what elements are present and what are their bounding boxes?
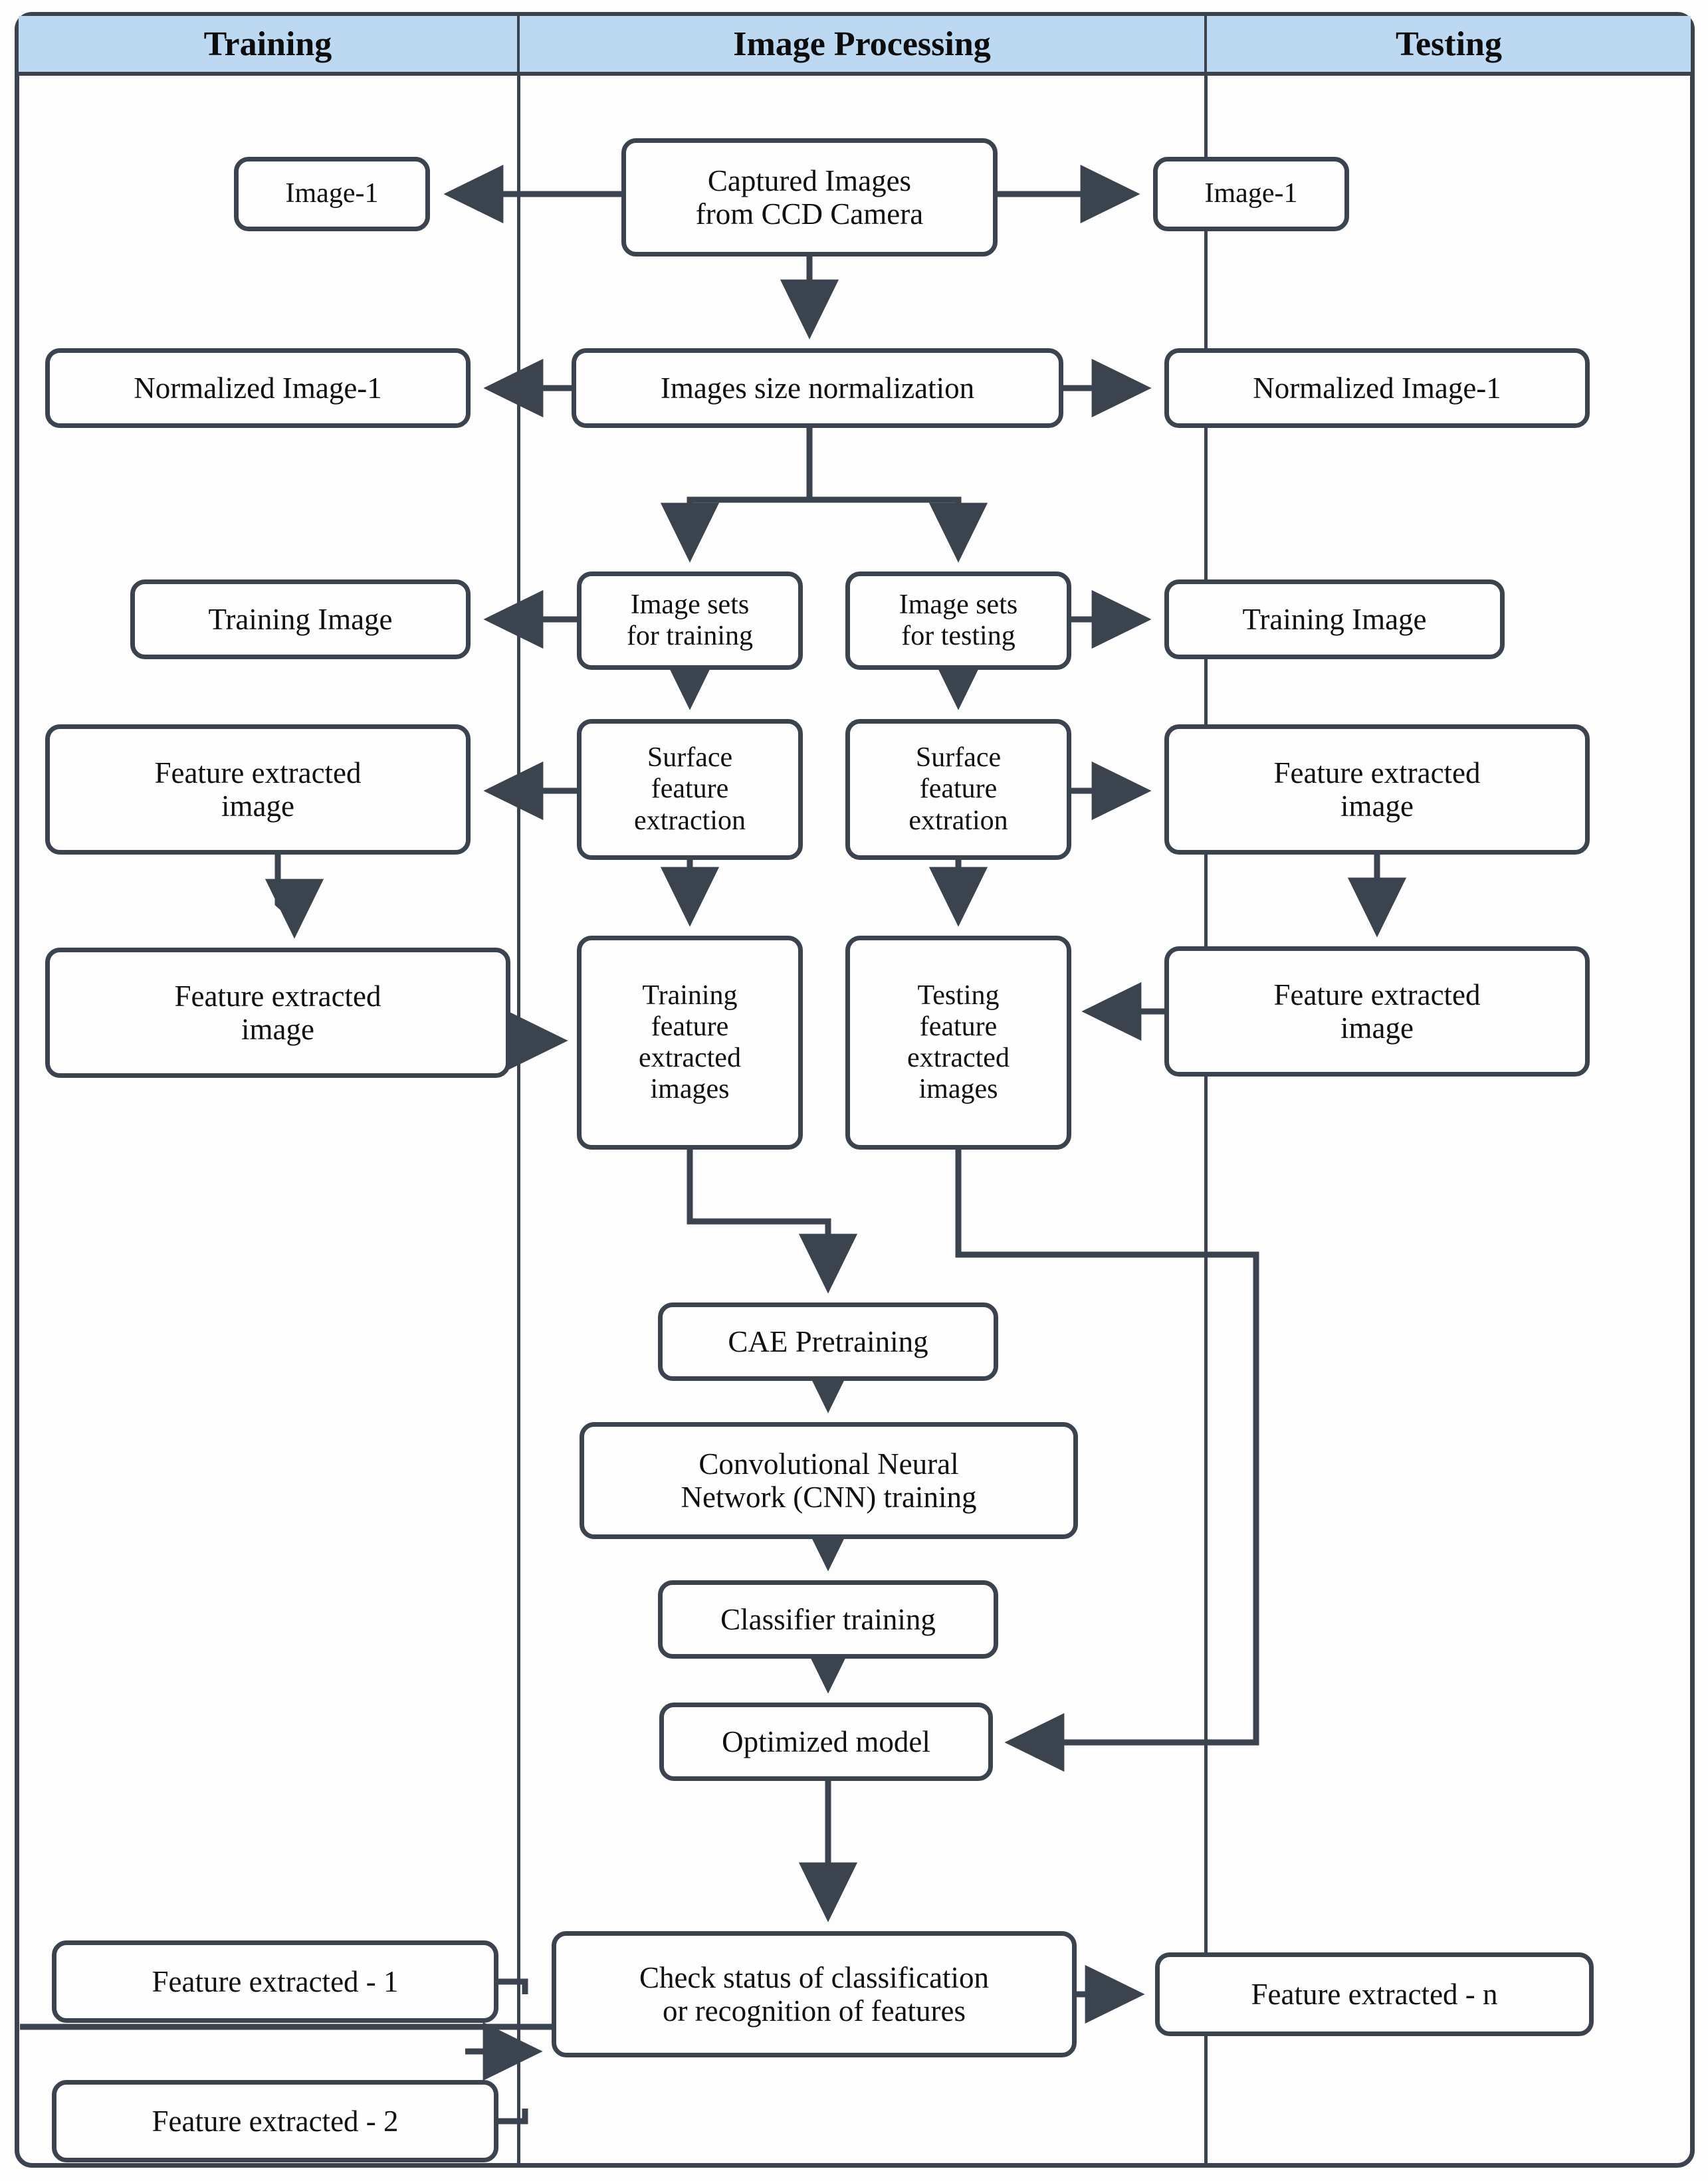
edge-training-feat1-to-feat2	[265, 855, 324, 939]
node-testing-feature-extracted-images[interactable]: Testing feature extracted images	[845, 936, 1071, 1150]
edge-feat2-merge	[498, 2109, 528, 2125]
node-testing-feature-extracted-image-2[interactable]: Feature extracted image	[1164, 946, 1590, 1077]
node-image-sets-for-training[interactable]: Image sets for training	[577, 571, 803, 670]
header-divider	[17, 72, 1693, 76]
node-testing-image-1[interactable]: Image-1	[1153, 157, 1349, 231]
node-images-size-normalization[interactable]: Images size normalization	[572, 348, 1063, 428]
node-cnn-training[interactable]: Convolutional Neural Network (CNN) train…	[580, 1422, 1078, 1539]
lane-separator-1	[517, 16, 520, 2164]
node-cae-pretraining[interactable]: CAE Pretraining	[658, 1302, 998, 1381]
diagram-outer-frame	[15, 12, 1695, 2168]
edge-sizenorm-split-right	[809, 496, 988, 563]
edge-train-feat-imgs-to-cae	[687, 1150, 858, 1294]
lane-header-training: Training	[19, 16, 517, 72]
node-surface-feature-extraction[interactable]: Surface feature extraction	[577, 719, 803, 860]
node-surface-feature-extration[interactable]: Surface feature extration	[845, 719, 1071, 860]
node-testing-normalized-image-1[interactable]: Normalized Image-1	[1164, 348, 1590, 428]
node-captured-images[interactable]: Captured Images from CCD Camera	[621, 138, 998, 257]
edge-test-feat-imgs-to-optimized	[955, 1150, 1259, 1772]
lane-separator-2	[1204, 16, 1208, 2164]
node-feature-extracted-n[interactable]: Feature extracted - n	[1155, 1952, 1594, 2036]
lane-header-image-processing: Image Processing	[520, 16, 1204, 72]
node-classifier-training[interactable]: Classifier training	[658, 1580, 998, 1659]
node-feature-extracted-1[interactable]: Feature extracted - 1	[52, 1940, 498, 2023]
node-image-sets-for-testing[interactable]: Image sets for testing	[845, 571, 1071, 670]
lane-header-testing: Testing	[1207, 16, 1691, 72]
edge-sizenorm-split-left	[660, 428, 813, 563]
node-training-feature-extracted-images[interactable]: Training feature extracted images	[577, 936, 803, 1150]
node-training-normalized-image-1[interactable]: Normalized Image-1	[45, 348, 471, 428]
node-feature-extracted-2[interactable]: Feature extracted - 2	[52, 2080, 498, 2162]
node-training-image-1[interactable]: Image-1	[234, 157, 430, 231]
node-testing-training-image[interactable]: Training Image	[1164, 579, 1505, 659]
node-check-status[interactable]: Check status of classification or recogn…	[552, 1931, 1077, 2057]
node-testing-feature-extracted-image-1[interactable]: Feature extracted image	[1164, 724, 1590, 855]
node-training-feature-extracted-image-1[interactable]: Feature extracted image	[45, 724, 471, 855]
edge-feat1-merge	[498, 1978, 528, 1994]
node-optimized-model[interactable]: Optimized model	[659, 1703, 993, 1781]
node-training-training-image[interactable]: Training Image	[130, 579, 471, 659]
node-training-feature-extracted-image-2[interactable]: Feature extracted image	[45, 948, 510, 1078]
